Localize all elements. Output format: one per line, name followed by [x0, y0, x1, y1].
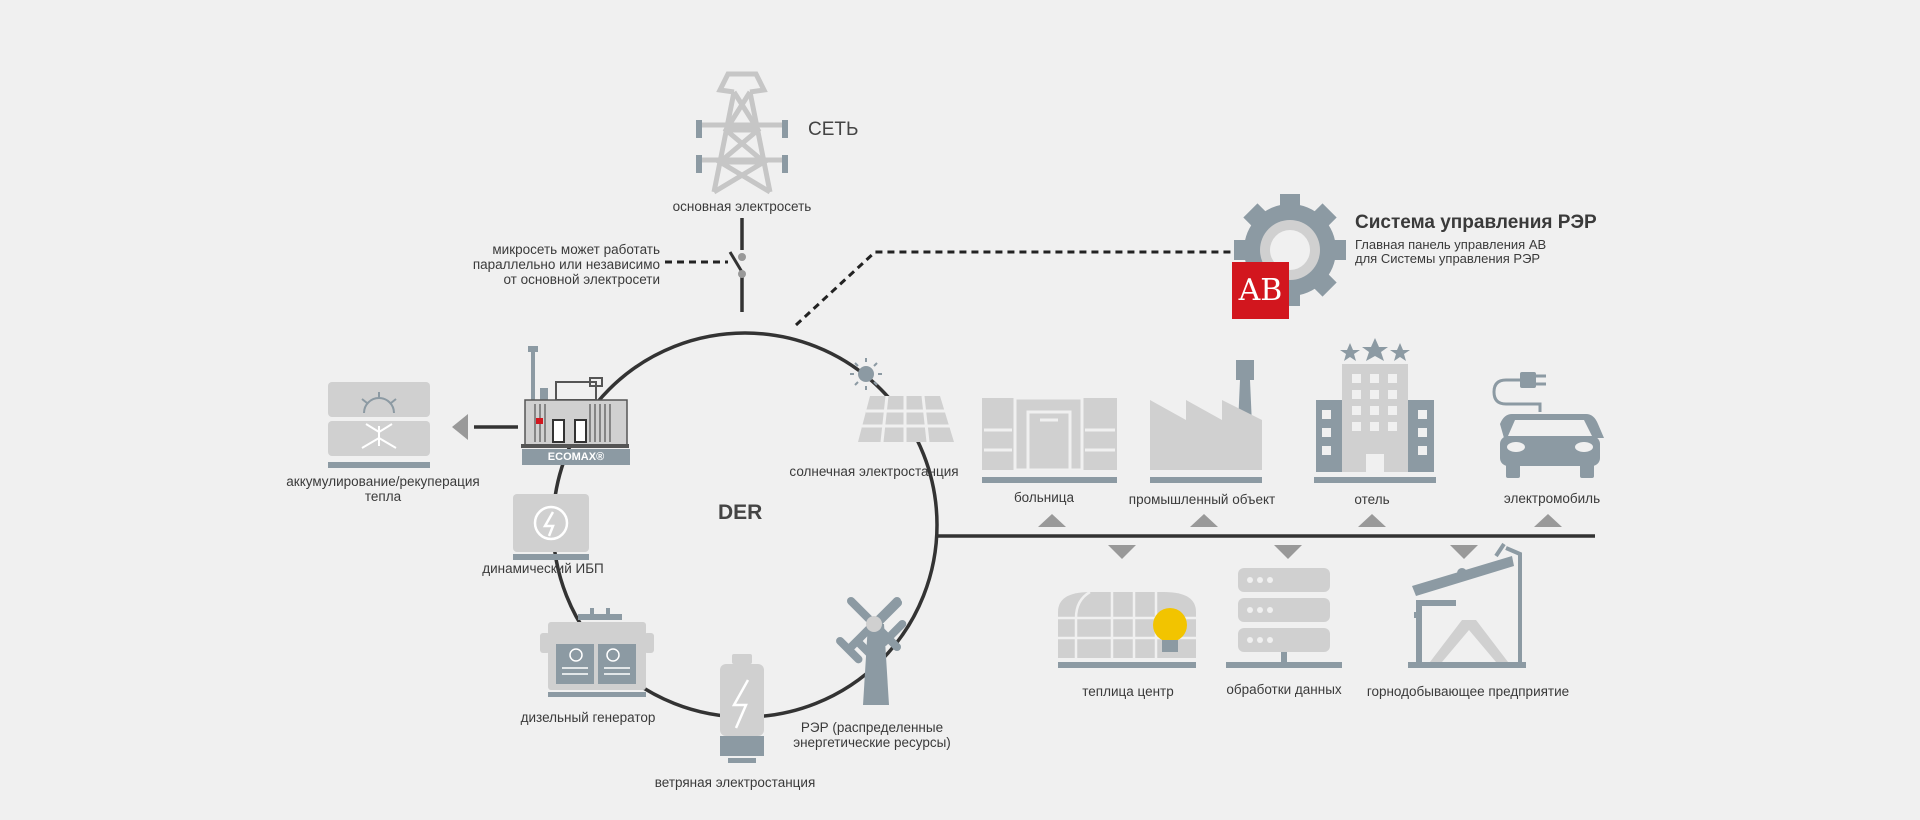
arrow-down-greenhouse: [1108, 545, 1136, 559]
tower-insulators: [696, 120, 788, 173]
heat-storage-line1: аккумулирование/рекуперация: [286, 474, 480, 489]
arrow-up-hotel: [1358, 514, 1386, 527]
diesel-generator-icon: [540, 608, 654, 697]
der-resources-label: РЭР (распределенные энергетические ресур…: [793, 720, 951, 750]
microgrid-note-line1: микросеть может работать: [492, 242, 660, 257]
ab-logo: [1232, 262, 1289, 319]
arrow-down-datacenter: [1274, 545, 1302, 559]
arrow-down-mining: [1450, 545, 1478, 559]
wind-turbine-icon: [836, 597, 907, 705]
bus-arrows: [1038, 514, 1562, 559]
diesel-label: дизельный генератор: [520, 710, 656, 725]
arrow-up-factory: [1190, 514, 1218, 527]
consumer-label-datacenter: обработки данных: [1226, 682, 1342, 697]
solar-panel-icon: [850, 358, 954, 443]
consumer-label-hotel: отель: [1354, 492, 1390, 507]
heat-storage-line2: тепла: [364, 489, 402, 504]
control-dash: [794, 250, 1240, 327]
pumpjack-icon: [1408, 542, 1526, 668]
ab-logo-text: AB: [1238, 273, 1283, 308]
der-resources-line2: энергетические ресурсы): [793, 735, 951, 750]
factory-icon: [1150, 360, 1262, 483]
consumer-label-hospital: больница: [1013, 490, 1075, 505]
battery-icon: [720, 654, 764, 763]
control-system-desc: Главная панель управления АВ для Системы…: [1355, 238, 1546, 266]
greenhouse-icon: [1058, 590, 1196, 668]
hotel-icon: [1314, 338, 1436, 483]
arrow-up-hospital: [1038, 514, 1066, 527]
consumer-label-factory: промышленный объект: [1128, 492, 1276, 507]
consumer-label-ev: электромобиль: [1503, 491, 1601, 506]
heat-storage-label: аккумулирование/рекуперация тепла: [286, 474, 479, 504]
consumer-label-greenhouse: теплица центр: [1082, 684, 1174, 699]
control-system-line2: для Системы управления РЭР: [1355, 251, 1541, 266]
der-label: DER: [718, 501, 763, 524]
server-rack-icon: [1226, 568, 1342, 668]
consumer-label-mining: горнодобывающее предприятие: [1366, 684, 1570, 699]
grid-label: СЕТЬ: [808, 119, 859, 140]
ups-label: динамический ИБП: [482, 561, 604, 576]
microgrid-note-line3: от основной электросети: [503, 272, 660, 287]
grid-caption: основная электросеть: [672, 199, 812, 214]
heat-storage-icon: [328, 382, 430, 468]
ecomax-brand: ECOMAX®: [547, 451, 605, 463]
solar-label: солнечная электростанция: [789, 464, 959, 479]
lightbulb-icon: [1153, 608, 1187, 642]
control-system-title: Система управления РЭР: [1355, 212, 1597, 233]
switch-icon: [728, 251, 746, 278]
arrow-up-car: [1534, 514, 1562, 527]
microgrid-note-line2: параллельно или независимо: [472, 257, 660, 272]
battery-label: ветряная электростанция: [654, 775, 816, 790]
control-system-line1: Главная панель управления АВ: [1355, 237, 1547, 252]
electric-car-icon: [1492, 372, 1604, 478]
power-tower-icon: [700, 71, 784, 195]
der-resources-line1: РЭР (распределенные: [800, 720, 944, 735]
ups-icon: [513, 494, 589, 560]
microgrid-note: микросеть может работать параллельно или…: [440, 242, 660, 287]
ecomax-generator-icon: [521, 346, 630, 465]
heat-arrow: [452, 414, 468, 440]
hospital-icon: [982, 396, 1117, 483]
